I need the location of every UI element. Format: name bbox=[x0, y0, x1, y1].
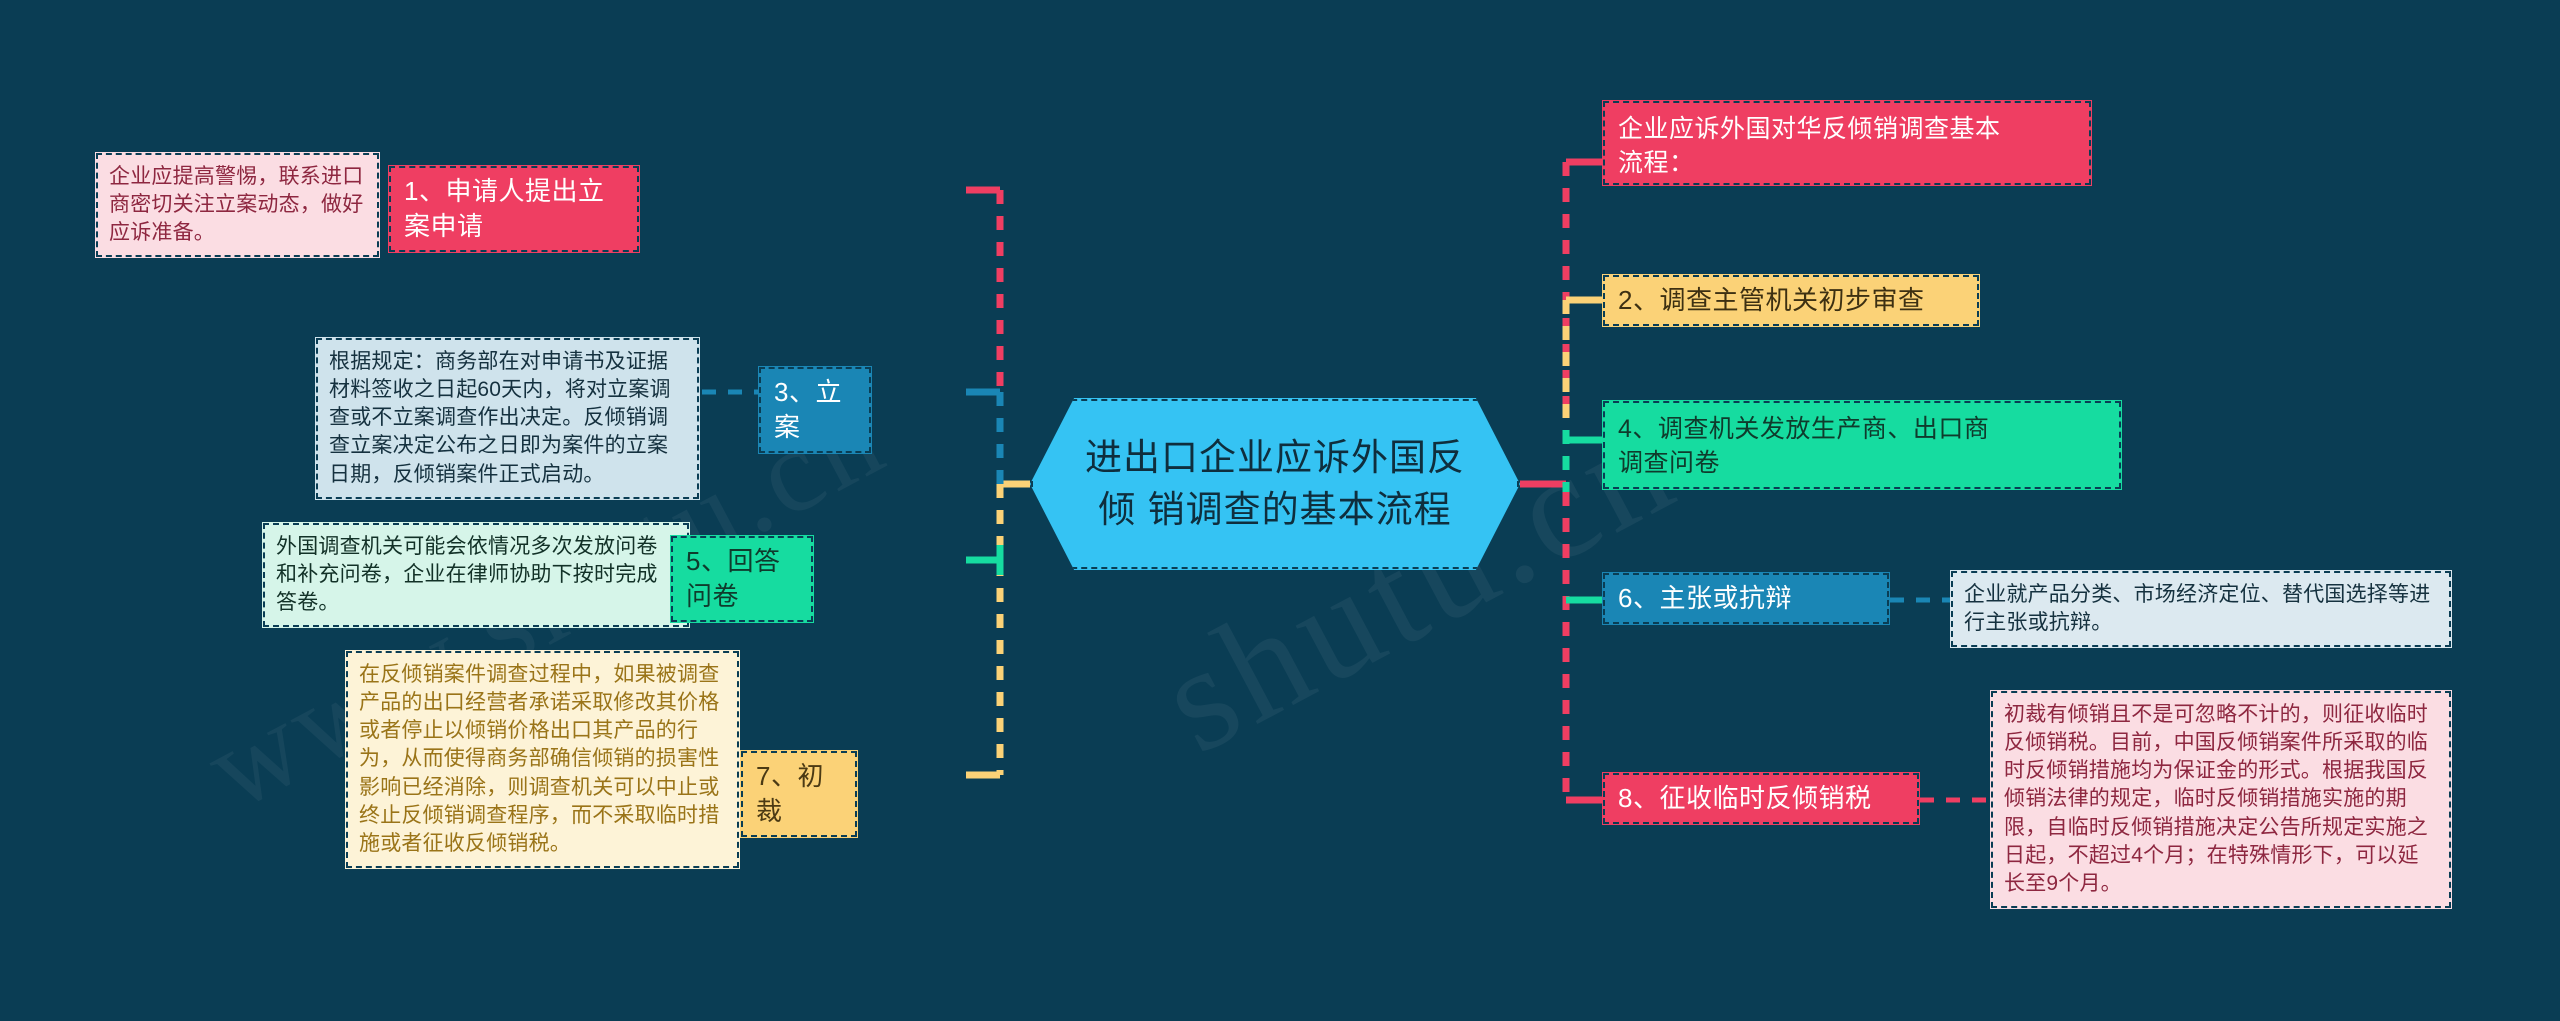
node-right-zhuzhang-kangbian[interactable]: 6、主张或抗辩 bbox=[1602, 572, 1890, 625]
note-linshi-shui: 初裁有倾销且不是可忽略不计的，则征收临时反倾销税。目前，中国反倾销案件所采取的临… bbox=[1990, 690, 2452, 909]
center-node[interactable]: 进出口企业应诉外国反倾 销调查的基本流程 bbox=[1030, 398, 1520, 570]
note-chucai: 在反倾销案件调查过程中，如果被调查产品的出口经营者承诺采取修改其价格或者停止以倾… bbox=[345, 650, 740, 869]
note-lian: 根据规定：商务部在对申请书及证据材料签收之日起60天内，将对立案调查或不立案调查… bbox=[315, 337, 700, 500]
note-wenjuan: 外国调查机关可能会依情况多次发放问卷和补充问卷，企业在律师协助下按时完成答卷。 bbox=[262, 522, 690, 629]
node-right-fafang-wenjuan[interactable]: 4、调查机关发放生产商、出口商 调查问卷 bbox=[1602, 400, 2122, 490]
note-shensqingren: 企业应提高警惕，联系进口商密切关注立案动态，做好应诉准备。 bbox=[95, 152, 380, 259]
node-right-title[interactable]: 企业应诉外国对华反倾销调查基本 流程： bbox=[1602, 100, 2092, 186]
note-zhuzhang-kangbian: 企业就产品分类、市场经济定位、替代国选择等进行主张或抗辩。 bbox=[1950, 570, 2452, 649]
node-left-shenqingren[interactable]: 1、申请人提出立案申请 bbox=[388, 165, 640, 253]
node-left-chucai[interactable]: 7、初裁 bbox=[740, 750, 858, 838]
node-left-wenjuan[interactable]: 5、回答问卷 bbox=[670, 535, 814, 623]
node-right-linshi-shui[interactable]: 8、征收临时反倾销税 bbox=[1602, 772, 1920, 825]
node-right-chubu-shencha[interactable]: 2、调查主管机关初步审查 bbox=[1602, 274, 1980, 327]
node-left-lian[interactable]: 3、立案 bbox=[758, 366, 872, 454]
